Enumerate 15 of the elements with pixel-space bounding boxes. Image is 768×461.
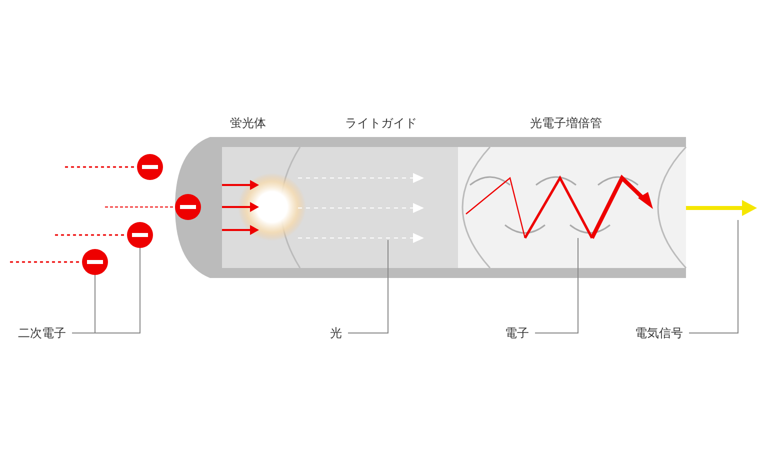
part-label: 蛍光体 (230, 116, 266, 130)
leader-line (72, 248, 140, 334)
leader-line (348, 240, 388, 334)
callout-label: 二次電子 (18, 326, 66, 340)
callout-label: 電子 (505, 326, 529, 340)
leader-line (688, 220, 738, 334)
callout-label: 電気信号 (635, 326, 683, 340)
callout-label: 光 (330, 326, 342, 340)
electron-icon (82, 249, 108, 275)
electron-icon (137, 154, 163, 180)
electron-icon (127, 222, 153, 248)
electron-icon (175, 194, 201, 220)
part-label: ライトガイド (345, 116, 417, 130)
part-label: 光電子増倍管 (530, 116, 602, 130)
leader-line (534, 238, 578, 334)
